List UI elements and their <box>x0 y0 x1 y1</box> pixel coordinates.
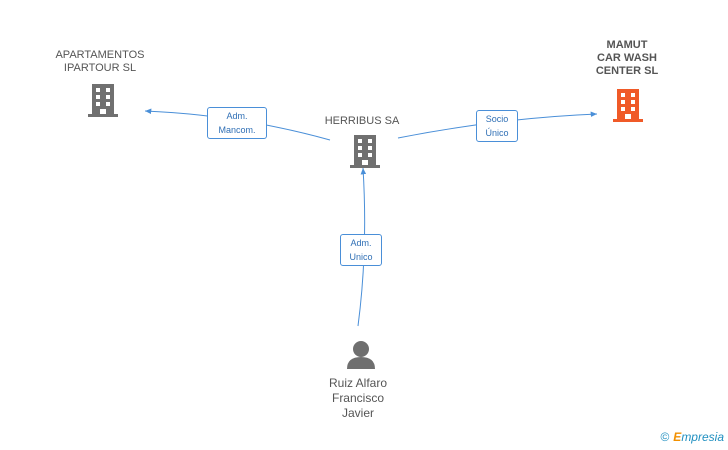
edge-label-adm-mancom: Adm. Mancom. <box>207 107 267 139</box>
edge-label-adm-unico: Adm. Unico <box>340 234 382 266</box>
node-label-apartamentos[interactable]: APARTAMENTOS IPARTOUR SL <box>55 49 145 74</box>
building-icon[interactable] <box>613 89 643 122</box>
node-label-ruiz[interactable]: Ruiz Alfaro Francisco Javier <box>328 376 388 420</box>
brand-initial: E <box>673 430 682 444</box>
brand-name: mpresia <box>681 430 724 444</box>
copyright-symbol: © <box>660 430 670 444</box>
footer-brand: © Empresia <box>660 430 724 444</box>
building-icon[interactable] <box>350 135 380 168</box>
building-icon[interactable] <box>88 84 118 117</box>
person-icon[interactable] <box>347 341 375 369</box>
node-label-mamut[interactable]: MAMUT CAR WASH CENTER SL <box>595 39 659 77</box>
brand-logo: Empresia <box>673 430 724 444</box>
node-label-herribus[interactable]: HERRIBUS SA <box>324 115 400 127</box>
edge-label-socio-unico: Socio Único <box>476 110 518 142</box>
